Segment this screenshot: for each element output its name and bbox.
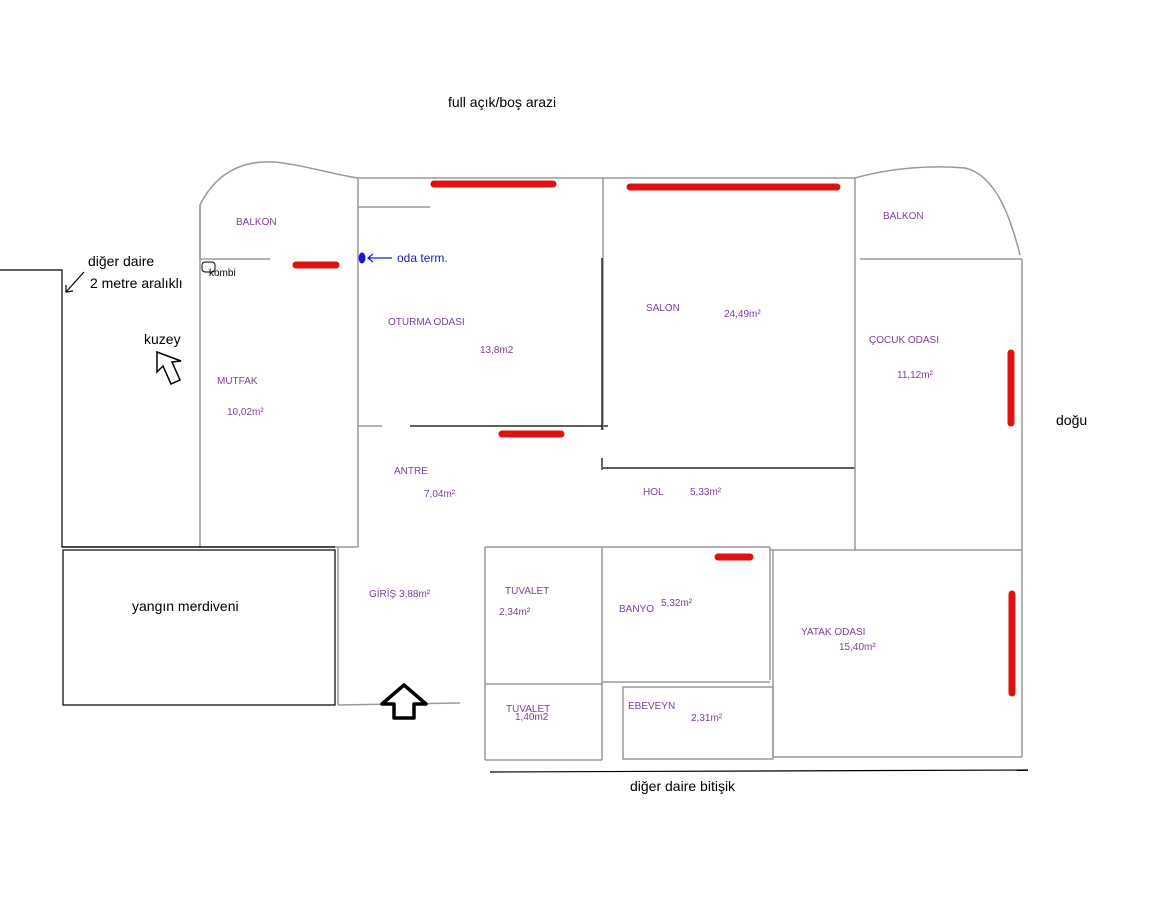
north-arrow-icon — [156, 350, 182, 385]
mutfak-label: MUTFAK — [217, 376, 258, 387]
salon-label: SALON — [646, 303, 680, 314]
neighbor-outline — [0, 269, 200, 548]
thermostat-arrowhead — [367, 253, 374, 263]
entry-arrow-icon — [380, 683, 428, 720]
yatak-label: YATAK ODASI — [801, 627, 865, 638]
top-label: full açık/boş arazi — [448, 94, 556, 110]
fire-stairs-label: yangın merdiveni — [132, 598, 239, 614]
ebeveyn-area: 2,31m² — [691, 713, 723, 724]
cocuk-area: 11,12m² — [897, 370, 934, 381]
neighbor-arrow — [65, 271, 85, 293]
adjacent-line — [489, 769, 1029, 773]
thermostat-icon — [358, 252, 366, 264]
antre-area: 7,04m² — [424, 489, 456, 500]
adjacent-label: diğer daire bitişik — [630, 778, 736, 794]
tuvalet1-area: 2,34m² — [499, 607, 531, 618]
fire-stairs-box — [62, 549, 336, 706]
hol-area: 5,33m² — [690, 487, 722, 498]
ebeveyn-label: EBEVEYN — [628, 701, 675, 712]
tuvalet2-area: 1,40m2 — [515, 712, 549, 723]
oturma-area: 13,8m2 — [480, 345, 514, 356]
oturma-label: OTURMA ODASI — [388, 317, 465, 328]
boiler-icon — [201, 261, 216, 273]
balcony-curve-left — [199, 161, 359, 260]
cocuk-label: ÇOCUK ODASI — [869, 335, 939, 346]
tuvalet2-label: TUVALET — [506, 704, 550, 715]
salon-area: 24,49m² — [724, 309, 761, 320]
banyo-area: 5,32m² — [661, 598, 693, 609]
banyo-label: BANYO — [619, 604, 654, 615]
east-label: doğu — [1056, 412, 1087, 428]
antre-label: ANTRE — [394, 466, 428, 477]
giris-label: GİRİŞ 3,88m² — [369, 587, 431, 600]
hol-label: HOL — [643, 487, 664, 498]
north-label: kuzey — [144, 331, 181, 347]
balcony-curve-right — [854, 166, 1021, 256]
boiler-label: kombi — [209, 268, 236, 279]
mutfak-area: 10,02m² — [227, 407, 264, 418]
neighbor-label: diğer daire — [88, 253, 154, 269]
neighbor-arrowhead — [65, 285, 74, 293]
tuvalet1-label: TUVALET — [505, 586, 549, 597]
yatak-area: 15,40m² — [839, 642, 876, 653]
thermostat-label: oda term. — [397, 251, 448, 265]
balkon-left-label: BALKON — [236, 217, 277, 228]
balkon-right-label: BALKON — [883, 211, 924, 222]
gap-label: 2 metre aralıklı — [90, 275, 183, 291]
